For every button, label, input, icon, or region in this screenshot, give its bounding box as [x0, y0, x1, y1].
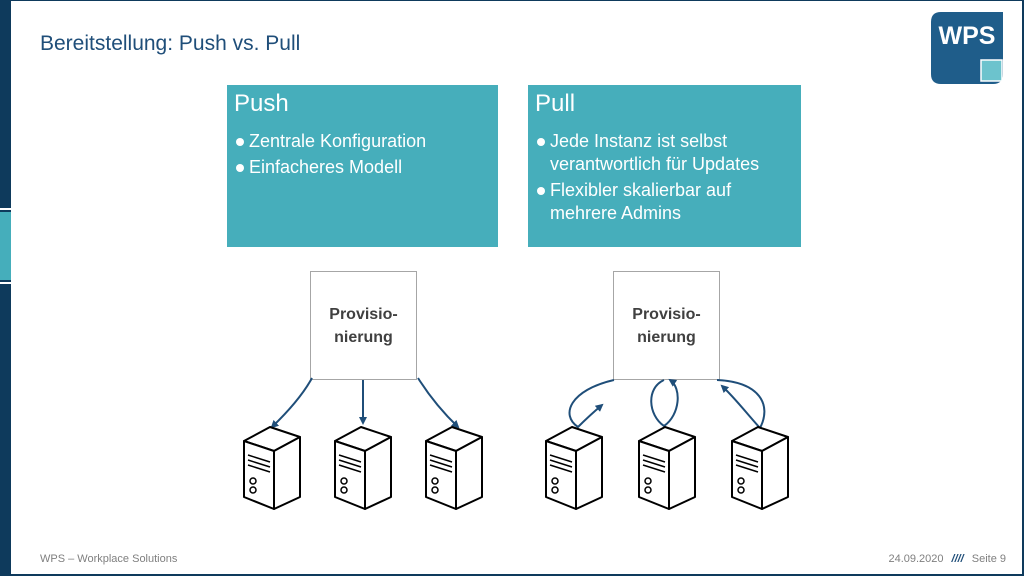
- top-border: [0, 0, 1024, 1]
- push-bullet-2: Einfacheres Modell: [234, 156, 491, 179]
- server-icon: [545, 426, 603, 510]
- pull-provisioning-label: Provisio- nierung: [632, 305, 701, 346]
- footer-company: WPS – Workplace Solutions: [40, 553, 178, 565]
- wps-logo: WPS: [931, 12, 1003, 84]
- server-icon: [731, 426, 789, 510]
- pull-bullet-2: Flexibler skalierbar auf mehrere Admins: [535, 179, 794, 225]
- server-icon: [334, 426, 392, 510]
- left-accent-highlight: [0, 208, 11, 284]
- pull-arrows: [568, 378, 766, 430]
- server-icon: [425, 426, 483, 510]
- pull-bullet-1: Jede Instanz ist selbst verantwortlich f…: [535, 130, 794, 176]
- footer-page-number: Seite 9: [971, 553, 1006, 565]
- push-provisioning-label: Provisio- nierung: [329, 305, 398, 346]
- footer-meta: 24.09.2020 //// Seite 9: [888, 553, 1006, 565]
- logo-text: WPS: [939, 22, 996, 50]
- server-icon: [638, 426, 696, 510]
- push-bullets: Zentrale Konfiguration Einfacheres Model…: [234, 130, 491, 179]
- pull-heading: Pull: [535, 90, 576, 117]
- push-provisioning-box: Provisio- nierung: [310, 271, 417, 380]
- push-heading: Push: [234, 90, 289, 117]
- pull-provisioning-box: Provisio- nierung: [613, 271, 720, 380]
- push-arrows: [270, 377, 460, 429]
- footer-date: 24.09.2020: [888, 553, 944, 565]
- left-accent-bar: [0, 0, 11, 576]
- push-card: Push Zentrale Konfiguration Einfacheres …: [227, 85, 498, 247]
- pull-bullets: Jede Instanz ist selbst verantwortlich f…: [535, 130, 794, 225]
- server-icon: [243, 426, 301, 510]
- slide-title: Bereitstellung: Push vs. Pull: [40, 32, 301, 55]
- bottom-border: [0, 574, 1024, 576]
- pull-card: Pull Jede Instanz ist selbst verantwortl…: [528, 85, 801, 247]
- right-border: [1022, 0, 1024, 576]
- push-bullet-1: Zentrale Konfiguration: [234, 130, 491, 153]
- footer-separator: ////: [951, 553, 964, 565]
